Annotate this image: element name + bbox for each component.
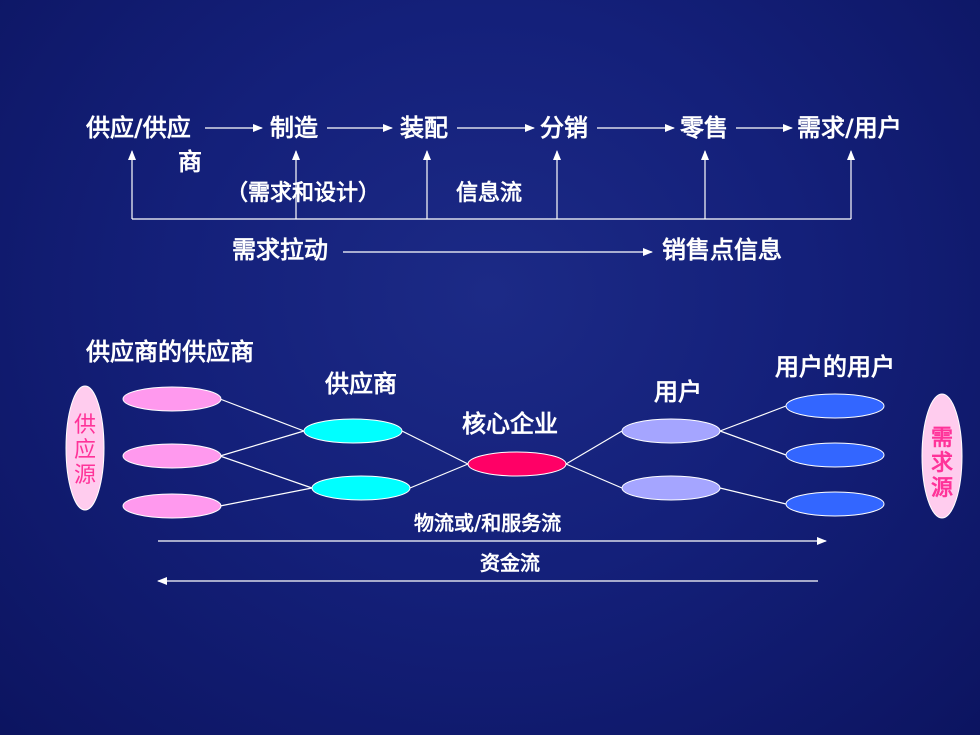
demand-pull-label: 需求拉动 (232, 236, 328, 264)
demand-source-oval (921, 393, 963, 519)
customer-of-customer-label: 用户的用户 (775, 353, 895, 381)
customer-node (621, 475, 721, 501)
demand-source-char: 求 (931, 451, 953, 476)
info-flow-label: 信息流 (456, 180, 522, 206)
supplier-node (303, 418, 403, 444)
cash-flow-label: 资金流 (480, 551, 540, 575)
stage-supplier: 供应/供应 (85, 114, 191, 142)
supply-source-oval (65, 385, 105, 511)
supplier-of-supplier-node (122, 493, 222, 519)
stage-manufacture: 制造 (270, 114, 318, 142)
supplier-of-supplier-label: 供应商的供应商 (85, 338, 254, 366)
stage-distribution: 分销 (540, 114, 588, 142)
supplier-of-supplier-node (122, 386, 222, 412)
customer-node (621, 418, 721, 444)
material-flow-label: 物流或/和服务流 (414, 511, 561, 535)
stage-assembly: 装配 (400, 114, 448, 142)
supply-source-char: 源 (74, 463, 96, 488)
customer-of-customer-node (785, 442, 885, 468)
stage-demand-user: 需求/用户 (797, 114, 902, 142)
stage-supplier-line2: 商 (178, 148, 202, 176)
customer-of-customer-node (785, 393, 885, 419)
demand-source-char: 源 (931, 476, 953, 501)
supplier-label: 供应商 (324, 370, 397, 398)
design-note: （需求和设计） (226, 181, 380, 206)
demand-source-char: 需 (931, 426, 953, 451)
customer-label: 用户 (654, 378, 702, 406)
supply-source-char: 供 (74, 413, 96, 438)
supplier-of-supplier-node (122, 443, 222, 469)
customer-of-customer-node (785, 491, 885, 517)
supplier-node (311, 475, 411, 501)
core-enterprise-label: 核心企业 (462, 410, 558, 438)
pos-info-label: 销售点信息 (662, 236, 782, 264)
network-links (219, 398, 787, 507)
supply-source-char: 应 (74, 438, 96, 463)
stage-retail: 零售 (679, 114, 728, 142)
core-enterprise-node (467, 451, 567, 477)
